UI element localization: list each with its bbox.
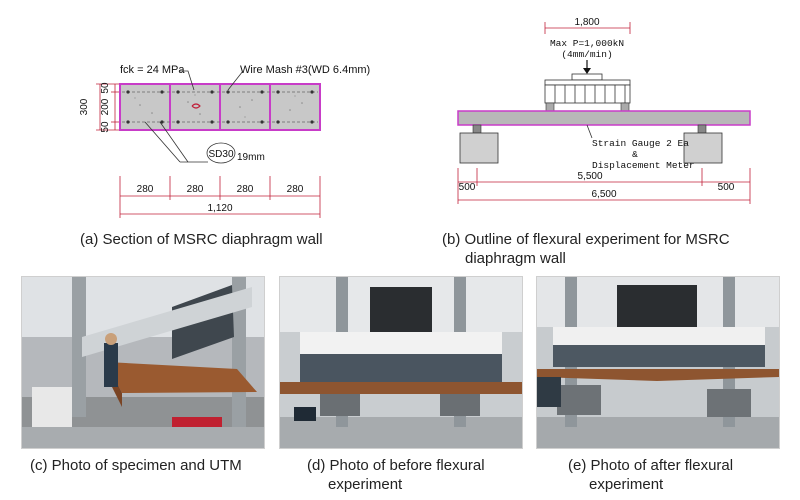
photo-before-experiment [279,276,523,449]
dim-span-b: 5,500 [577,171,602,182]
aggregate-speckles [134,94,303,118]
red-mark [191,103,201,109]
dim-total-b: 6,500 [591,189,616,200]
wire-mesh-leader [227,70,244,91]
caption-b-line1: (b) Outline of flexural experiment for M… [442,231,730,248]
load-label-2: (4mm/min) [561,49,612,60]
rebar-label: SD30 [208,149,233,160]
rebar-leader-1 [144,121,181,163]
loading-beam [544,79,631,86]
rebar-dots [126,90,314,124]
caption-c: (c) Photo of specimen and UTM [30,457,242,474]
dim-right-b: 500 [718,182,735,193]
fck-leader [180,70,195,91]
load-arrow-head [583,68,591,74]
dim-top: 50 [100,82,111,94]
support-bearing-right [697,124,707,134]
rebar-size: 19mm [237,152,265,163]
dim-height: 300 [79,98,90,115]
support-bearing-left [472,124,482,134]
caption-e-line1: (e) Photo of after flexural [568,457,734,474]
photo-specimen-utm [21,276,265,449]
gauge-label-1: Strain Gauge 2 Ea [592,138,689,149]
support-block-right [683,132,723,164]
flexural-svg: 1,800 Max P=1,000kN (4mm/min) Strain Gau… [457,17,751,204]
panel-b-flexural-outline: 1,800 Max P=1,000kN (4mm/min) Strain Gau… [440,8,780,223]
loading-point-left [545,102,555,112]
dim-top-b: 1,800 [574,17,599,28]
load-label-1: Max P=1,000kN [550,38,624,49]
caption-a: (a) Section of MSRC diaphragm wall [80,231,323,248]
rebar-label-circle [206,142,236,164]
gauge-label-3: Displacement Meter [592,160,695,171]
specimen-beam [457,110,751,126]
dim-cell-2: 280 [187,184,204,195]
horizontal-dimensions [119,176,321,218]
panel-a-section-drawing: fck = 24 MPa Wire Mash #3(WD 6.4mm) SD30… [40,50,370,225]
rebar-leader-2 [159,121,189,163]
dim-cell-1: 280 [137,184,154,195]
dim-total-a: 1,120 [207,203,232,214]
photo-after-experiment [536,276,780,449]
gauge-leader [586,124,593,139]
section-svg: fck = 24 MPa Wire Mash #3(WD 6.4mm) SD30… [79,64,370,218]
caption-d-line2: experiment [328,476,403,493]
dim-left-b: 500 [459,182,476,193]
loading-point-right [620,102,630,112]
bottom-dimensions [457,168,751,204]
photo-c-illustration [22,277,264,448]
dim-bot: 50 [100,121,111,133]
loading-plate-top [571,73,603,81]
photo-e-illustration [537,277,779,448]
dim-cell-3: 280 [237,184,254,195]
fck-label: fck = 24 MPa [120,64,185,76]
gauge-label-2: & [632,149,638,160]
caption-d-line1: (d) Photo of before flexural [307,457,485,474]
caption-b-line2: diaphragm wall [465,250,566,267]
top-dimension [544,22,631,34]
loading-ribs [544,84,631,104]
caption-e-line2: experiment [589,476,664,493]
photo-d-illustration [280,277,522,448]
dim-mid: 200 [100,98,111,115]
support-block-left [459,132,499,164]
dim-cell-4: 280 [287,184,304,195]
wire-mesh-label: Wire Mash #3(WD 6.4mm) [240,64,370,76]
vertical-dimensions [96,83,119,131]
